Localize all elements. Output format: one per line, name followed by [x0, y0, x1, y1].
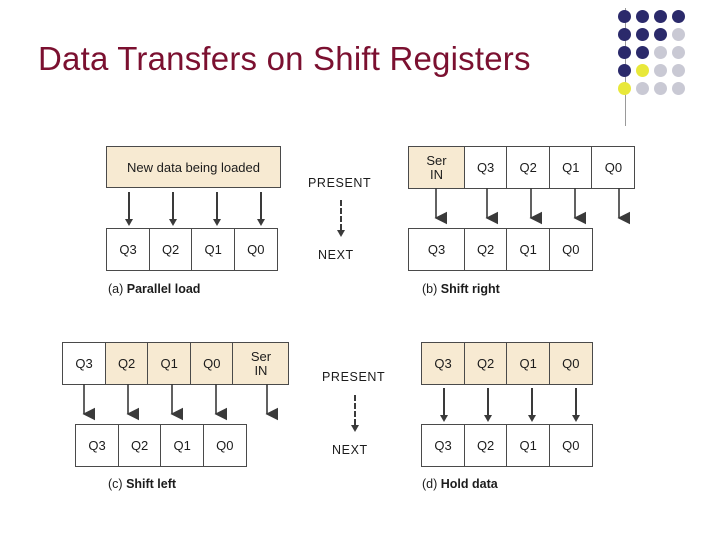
reg-cell: Q1 [147, 342, 192, 385]
ser-in-line2: IN [430, 166, 443, 182]
logo-dot [672, 46, 685, 59]
reg-cell: Q3 [106, 228, 150, 271]
reg-cell: Q3 [463, 146, 508, 189]
reg-cell: Q0 [591, 146, 636, 189]
next-label-top: NEXT [318, 248, 354, 262]
next-label-bottom: NEXT [332, 443, 368, 457]
reg-cell: Q3 [421, 342, 465, 385]
logo-dot [672, 28, 685, 41]
reg-cell: Q2 [506, 146, 551, 189]
next-state-row-c: Q3 Q2 Q1 Q0 [75, 424, 247, 467]
present-label-top: PRESENT [308, 176, 372, 190]
reg-cell: Q1 [506, 342, 551, 385]
load-arrow-q1 [212, 192, 221, 226]
logo-dot [672, 82, 685, 95]
new-data-box: New data being loaded [106, 146, 281, 188]
next-state-row-d: Q3 Q2 Q1 Q0 [421, 424, 593, 467]
caption-tag: (b) [422, 282, 438, 296]
caption-tag: (a) [108, 282, 124, 296]
reg-cell: Q2 [463, 228, 508, 271]
ser-in-line1: Ser [250, 348, 272, 364]
panel-caption-a: (a) Parallel load [108, 282, 200, 296]
caption-tag: (d) [422, 477, 438, 491]
reg-cell: Q1 [548, 146, 593, 189]
hold-arrow-q0 [571, 388, 580, 422]
logo-dot [636, 82, 649, 95]
logo-dot [672, 64, 685, 77]
hold-arrow-q2 [483, 388, 492, 422]
reg-cell-ser-in: Ser IN [408, 146, 465, 189]
caption-text: Parallel load [126, 282, 201, 296]
reg-cell: Q0 [548, 228, 593, 271]
logo-dot [636, 46, 649, 59]
present-state-row-c: Q3 Q2 Q1 Q0 Ser IN [62, 342, 290, 385]
reg-cell: Q0 [202, 424, 247, 467]
dot-grid-logo [618, 10, 702, 106]
logo-dot [618, 46, 631, 59]
load-arrow-q0 [256, 192, 265, 226]
reg-cell: Q3 [75, 424, 119, 467]
caption-text: Shift right [440, 282, 500, 296]
reg-cell: Q2 [117, 424, 162, 467]
present-label-bottom: PRESENT [322, 370, 386, 384]
load-arrow-q2 [168, 192, 177, 226]
logo-dot [618, 10, 631, 23]
reg-cell: Q1 [191, 228, 236, 271]
caption-tag: (c) [108, 477, 123, 491]
logo-dot [636, 10, 649, 23]
next-state-row-a: Q3 Q2 Q1 Q0 [106, 228, 278, 271]
reg-cell: Q2 [148, 228, 193, 271]
reg-cell: Q0 [189, 342, 234, 385]
reg-cell: Q3 [421, 424, 465, 467]
shift-left-arrows [82, 384, 279, 421]
reg-cell: Q1 [506, 228, 551, 271]
panel-caption-b: (b) Shift right [422, 282, 500, 296]
present-state-row-b: Ser IN Q3 Q2 Q1 Q0 [408, 146, 636, 189]
hold-arrow-q1 [527, 388, 536, 422]
page-title: Data Transfers on Shift Registers [38, 40, 531, 78]
logo-dot [654, 10, 667, 23]
ser-in-line2: IN [254, 362, 268, 378]
logo-dot [636, 64, 649, 77]
logo-dot [618, 82, 631, 95]
caption-text: Hold data [440, 477, 498, 491]
logo-dot [654, 46, 667, 59]
reg-cell: Q0 [548, 424, 593, 467]
reg-cell: Q0 [548, 342, 593, 385]
panel-caption-c: (c) Shift left [108, 477, 176, 491]
reg-cell-ser-in: Ser IN [232, 342, 290, 385]
logo-dot [618, 64, 631, 77]
reg-cell: Q1 [160, 424, 205, 467]
caption-text: Shift left [126, 477, 177, 491]
reg-cell: Q2 [463, 424, 508, 467]
logo-dot [654, 64, 667, 77]
reg-cell: Q2 [104, 342, 149, 385]
logo-dot [672, 10, 685, 23]
next-state-row-b: Q3 Q2 Q1 Q0 [408, 228, 593, 271]
shift-right-arrows [434, 188, 631, 225]
hold-arrow-q3 [439, 388, 448, 422]
reg-cell: Q0 [233, 228, 278, 271]
ser-in-line1: Ser [426, 152, 447, 168]
logo-dot [654, 28, 667, 41]
logo-dot [636, 28, 649, 41]
present-to-next-arrow-bottom [351, 395, 360, 435]
logo-dot [618, 28, 631, 41]
reg-cell: Q3 [408, 228, 465, 271]
reg-cell: Q2 [463, 342, 508, 385]
reg-cell: Q3 [62, 342, 106, 385]
panel-caption-d: (d) Hold data [422, 477, 498, 491]
logo-dot [654, 82, 667, 95]
present-state-row-d: Q3 Q2 Q1 Q0 [421, 342, 593, 385]
reg-cell: Q1 [506, 424, 551, 467]
shift-register-diagram: New data being loaded Q3 Q2 Q1 Q0 (a) Pa… [0, 130, 720, 505]
present-to-next-arrow-top [337, 200, 346, 240]
load-arrow-q3 [124, 192, 133, 226]
